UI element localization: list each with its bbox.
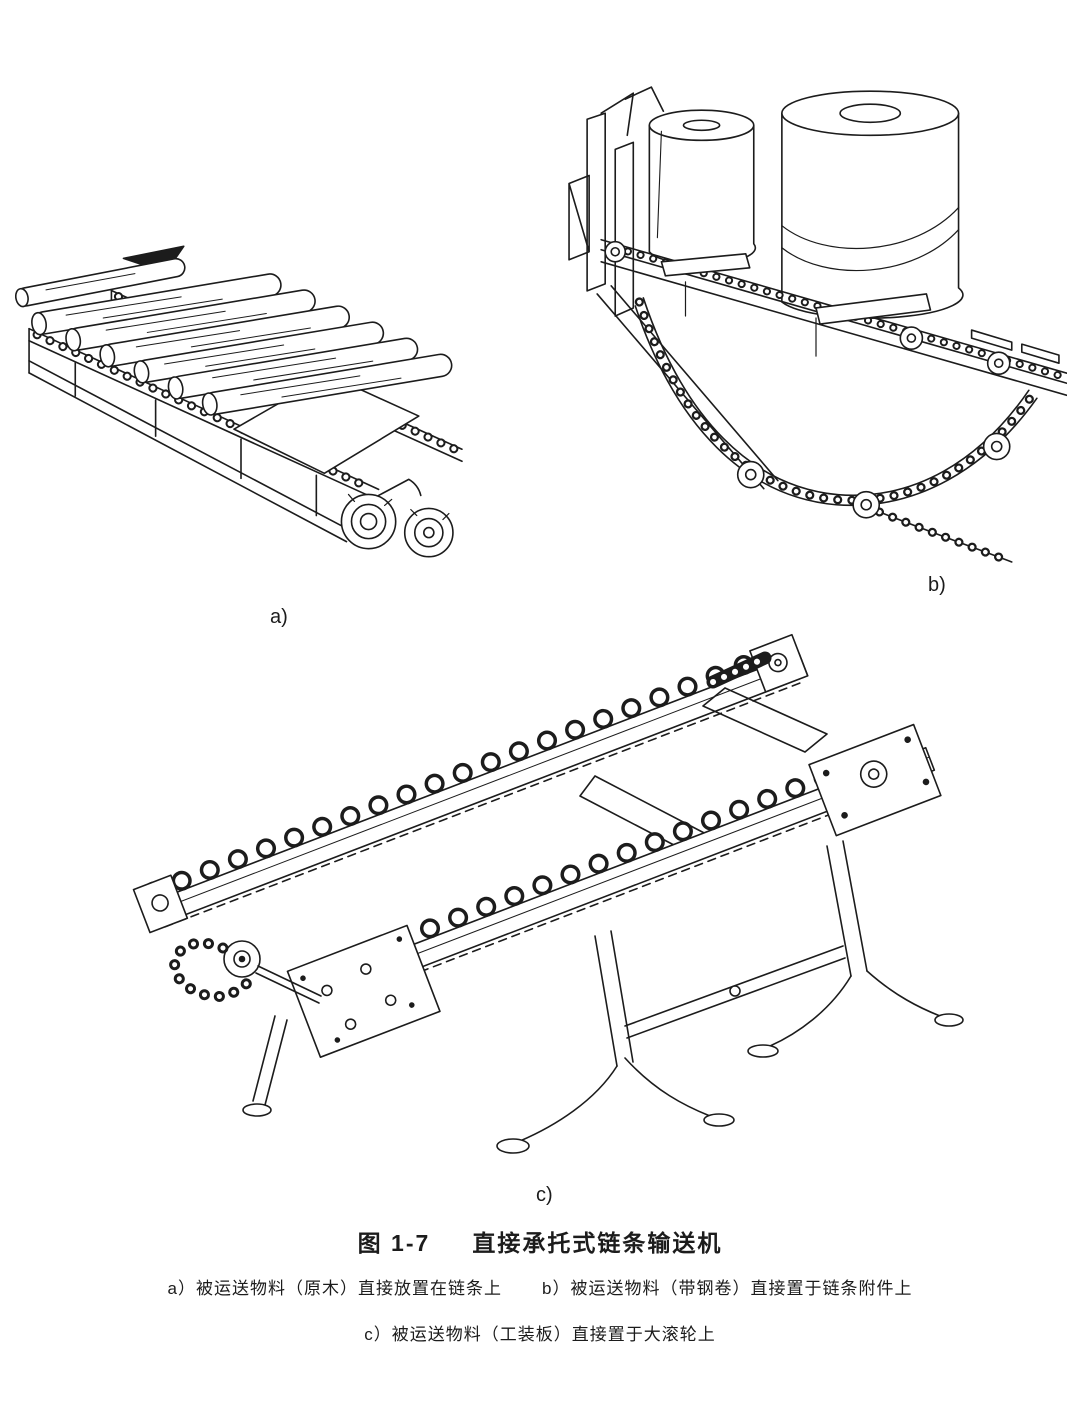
subcaption-b: b）被运送物料（带钢卷）直接置于链条附件上	[542, 1279, 913, 1298]
panel-label-b: b)	[928, 574, 946, 596]
figure-caption: 图 1-7 直接承托式链条输送机	[0, 1224, 1080, 1258]
panel-label-c: c)	[536, 1184, 553, 1206]
chain-attachments	[660, 252, 1060, 376]
subcaption-line-2: c）被运送物料（工装板）直接置于大滚轮上	[0, 1320, 1080, 1345]
subcaption-line-1: a）被运送物料（原木）直接放置在链条上 b）被运送物料（带钢卷）直接置于链条附件上	[0, 1274, 1080, 1299]
front-end-plate	[286, 924, 441, 1059]
log-end-faces	[340, 478, 454, 558]
panel-label-a: a)	[270, 606, 288, 628]
figure-title: 直接承托式链条输送机	[472, 1230, 723, 1256]
subcaption-a: a）被运送物料（原木）直接放置在链条上	[167, 1279, 502, 1298]
logs	[15, 257, 453, 416]
steel-coil-large	[781, 90, 964, 319]
illustration-b-coil-conveyor	[568, 86, 1067, 567]
illustration-c-roller-conveyor	[132, 633, 964, 1154]
return-chain	[634, 297, 1038, 567]
rear-end-plate	[808, 723, 942, 837]
cross-frames	[579, 687, 828, 857]
subcaption-c: c）被运送物料（工装板）直接置于大滚轮上	[364, 1325, 716, 1344]
roller-rail-far	[132, 633, 809, 934]
chain-cluster	[706, 651, 772, 689]
roller-rail-near	[286, 723, 942, 1059]
drive-sprocket	[169, 937, 322, 1004]
steel-coil-small	[624, 86, 757, 266]
figure-number: 图 1-7	[357, 1230, 431, 1256]
support-legs	[242, 840, 964, 1154]
illustration-a-log-conveyor	[15, 245, 463, 558]
